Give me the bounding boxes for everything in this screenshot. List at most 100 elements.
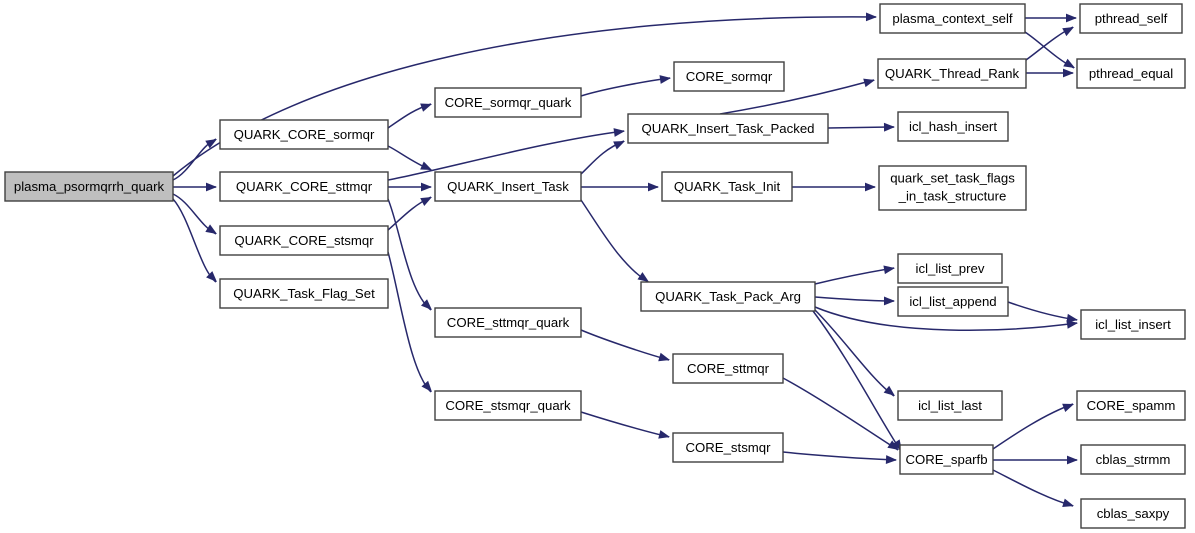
edge-line [782,451,897,461]
node-label: icl_list_prev [916,261,985,276]
node-icl-hash-insert[interactable]: icl_hash_insert [897,111,1009,142]
edge-quark-core-sttmqr-to-quark-insert-task [388,182,432,192]
node-core-stsmqr[interactable]: CORE_stsmqr [672,432,784,463]
node-box[interactable] [434,87,582,118]
node-label: QUARK_Task_Init [674,179,781,194]
edge-plasma-psormqrrh-quark-to-quark-core-sormqr [172,138,217,181]
node-box[interactable] [1076,390,1186,421]
node-box[interactable] [219,225,389,256]
node-core-sttmqr-quark[interactable]: CORE_sttmqr_quark [434,307,582,338]
node-box[interactable] [673,61,785,92]
node-box[interactable] [672,353,784,384]
edge-quark-thread-rank-to-pthread-self [1025,26,1074,61]
node-quark-task-pack-arg[interactable]: QUARK_Task_Pack_Arg [640,281,816,312]
node-icl-list-append[interactable]: icl_list_append [897,286,1009,317]
edge-quark-task-pack-arg-to-icl-list-insert [814,306,1078,331]
node-cblas-saxpy[interactable]: cblas_saxpy [1080,498,1186,529]
node-core-sparfb[interactable]: CORE_sparfb [899,444,994,475]
arrow-head [420,161,432,170]
edge-quark-core-stsmqr-to-core-stsmqr-quark [387,251,432,393]
node-box[interactable] [899,444,994,475]
node-pthread-self[interactable]: pthread_self [1079,3,1183,34]
node-quark-set-task-flags[interactable]: quark_set_task_flags _in_task_structure [878,165,1027,211]
node-label: cblas_strmm [1096,452,1171,467]
node-icl-list-prev[interactable]: icl_list_prev [897,253,1003,284]
node-quark-core-stsmqr[interactable]: QUARK_CORE_stsmqr [219,225,389,256]
node-box[interactable] [4,171,174,202]
node-label: QUARK_Insert_Task_Packed [642,121,815,136]
node-box[interactable] [219,119,389,150]
node-quark-thread-rank[interactable]: QUARK_Thread_Rank [877,58,1027,89]
node-plasma-psormqrrh-quark[interactable]: plasma_psormqrrh_quark [4,171,174,202]
node-box[interactable] [219,171,389,202]
node-label: QUARK_Insert_Task [447,179,569,194]
arrow-head [658,430,670,439]
node-label: pthread_equal [1089,66,1173,81]
node-box[interactable] [434,307,582,338]
node-core-sormqr[interactable]: CORE_sormqr [673,61,785,92]
edge-icl-list-append-to-icl-list-insert [1007,301,1078,323]
arrow-head [1063,68,1074,78]
node-quark-core-sttmqr[interactable]: QUARK_CORE_sttmqr [219,171,389,202]
node-core-spamm[interactable]: CORE_spamm [1076,390,1186,421]
edge-quark-insert-task-to-quark-insert-task-packed [580,140,625,175]
node-plasma-context-self[interactable]: plasma_context_self [879,3,1026,34]
node-box[interactable] [434,171,582,202]
node-quark-insert-task[interactable]: QUARK_Insert_Task [434,171,582,202]
node-label: QUARK_Task_Pack_Arg [655,289,801,304]
node-quark-task-flag-set[interactable]: QUARK_Task_Flag_Set [219,278,389,309]
edge-line [172,198,217,283]
node-box[interactable] [897,390,1003,421]
node-box[interactable] [672,432,784,463]
node-box[interactable] [1080,498,1186,529]
edge-quark-task-pack-arg-to-core-sparfb [812,310,902,452]
node-label-line2: _in_task_structure [898,188,1007,203]
node-box[interactable] [1076,58,1186,89]
arrow-head [206,271,217,282]
arrow-head [206,182,217,192]
node-box[interactable] [878,165,1027,211]
edge-quark-core-stsmqr-to-quark-insert-task [387,196,432,231]
node-quark-task-init[interactable]: QUARK_Task_Init [661,171,793,202]
node-cblas-strmm[interactable]: cblas_strmm [1080,444,1186,475]
arrow-head [1066,313,1078,323]
node-box[interactable] [1080,444,1186,475]
node-box[interactable] [219,278,389,309]
node-label: CORE_sttmqr [687,361,770,376]
node-quark-insert-task-packed[interactable]: QUARK_Insert_Task_Packed [627,113,829,144]
node-label: icl_list_insert [1095,317,1171,332]
node-box[interactable] [877,58,1027,89]
node-label: quark_set_task_flags [890,170,1015,185]
node-pthread-equal[interactable]: pthread_equal [1076,58,1186,89]
node-core-stsmqr-quark[interactable]: CORE_stsmqr_quark [434,390,582,421]
node-icl-list-last[interactable]: icl_list_last [897,390,1003,421]
edge-quark-core-sttmqr-to-quark-insert-task-packed [387,128,625,181]
arrow-head [887,440,899,450]
node-box[interactable] [627,113,829,144]
edge-quark-task-pack-arg-to-icl-list-last [814,309,895,397]
arrow-head [1062,403,1074,413]
edge-plasma-psormqrrh-quark-to-quark-core-sttmqr [173,182,217,192]
node-label: CORE_sttmqr_quark [447,315,570,330]
node-box[interactable] [661,171,793,202]
edge-line [992,403,1074,450]
node-label: cblas_saxpy [1097,506,1170,521]
edge-line [387,251,432,393]
node-quark-core-sormqr[interactable]: QUARK_CORE_sormqr [219,119,389,150]
arrow-head [420,299,432,310]
arrow-head [883,296,895,306]
node-label: QUARK_CORE_sormqr [234,127,375,142]
node-box[interactable] [879,3,1026,34]
node-box[interactable] [897,286,1009,317]
node-box[interactable] [897,253,1003,284]
node-box[interactable] [434,390,582,421]
node-core-sormqr-quark[interactable]: CORE_sormqr_quark [434,87,582,118]
node-box[interactable] [640,281,816,312]
arrow-head [420,103,432,112]
node-icl-list-insert[interactable]: icl_list_insert [1080,309,1186,340]
node-box[interactable] [897,111,1009,142]
node-box[interactable] [1080,309,1186,340]
node-box[interactable] [1079,3,1183,34]
node-core-sttmqr[interactable]: CORE_sttmqr [672,353,784,384]
arrow-head [883,265,895,275]
